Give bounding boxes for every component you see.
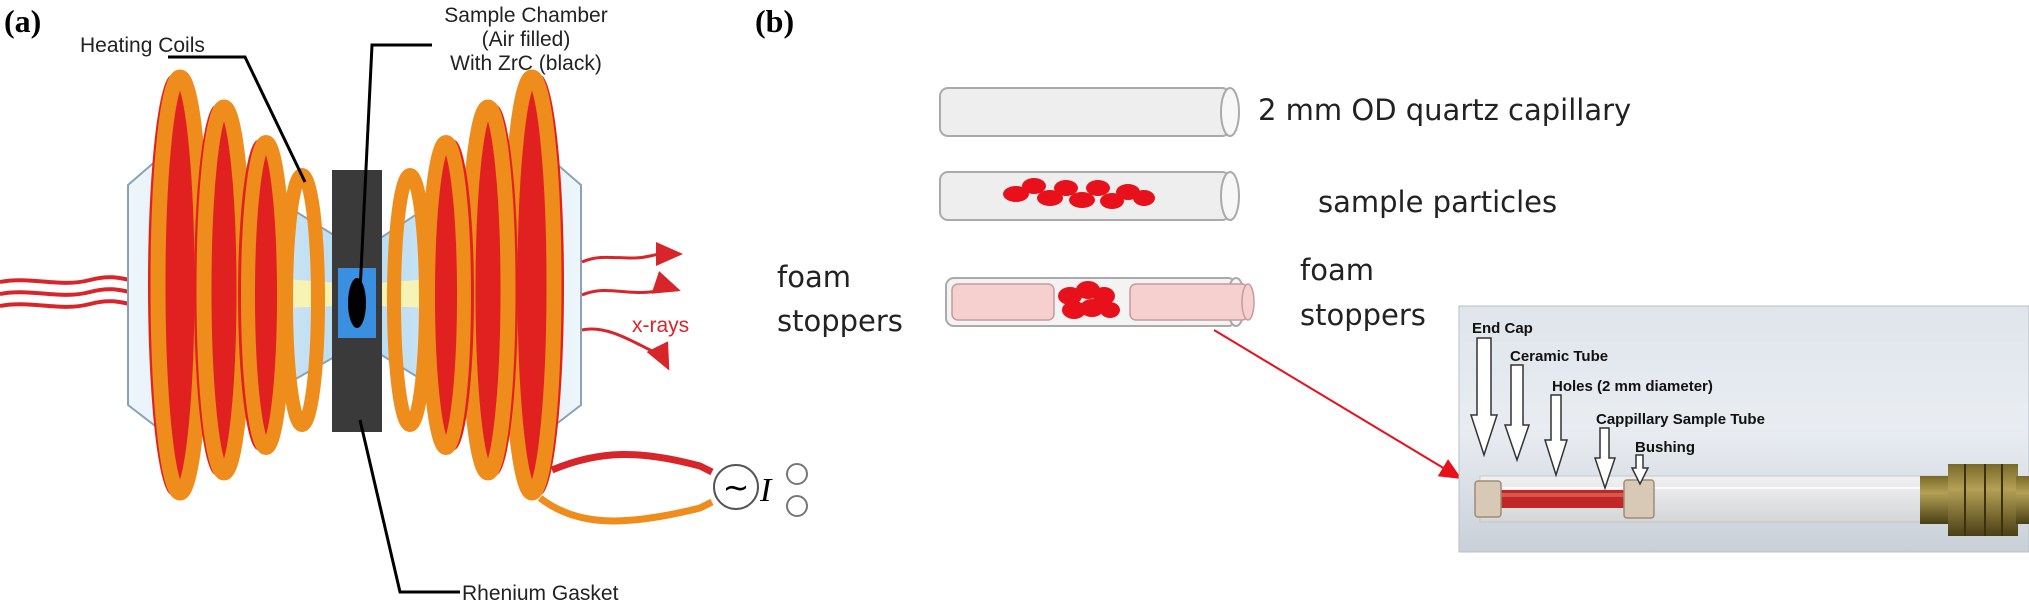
end-cap-label: End Cap <box>1472 320 1533 337</box>
foam-left-line-1: foam <box>777 260 851 294</box>
end-cap <box>1474 480 1502 518</box>
bushing-label: Bushing <box>1635 439 1695 456</box>
packed-sample <box>1058 281 1120 319</box>
sample-capillary <box>939 171 1240 221</box>
heating-coils-leader <box>168 55 307 183</box>
panel-a: (a) <box>0 3 808 605</box>
xrays-label: x-rays <box>632 314 689 337</box>
sample-chamber-leader <box>358 43 432 293</box>
stoppered-capillary <box>945 277 1255 327</box>
empty-capillary <box>939 87 1240 137</box>
rhenium-gasket-leader <box>358 419 460 594</box>
sample-particles <box>1003 178 1155 209</box>
capillary-tube-label: Cappillary Sample Tube <box>1596 411 1765 428</box>
foam-right-line-1: foam <box>1300 253 1374 287</box>
callout-arrows <box>1469 337 1650 491</box>
foam-stopper-right <box>1129 283 1249 321</box>
sample-chamber-line-2: (Air filled) <box>482 28 571 51</box>
current-source-circle <box>713 464 759 510</box>
left-heating-coils <box>148 69 325 501</box>
sample-chamber-line-1: Sample Chamber <box>444 4 607 27</box>
zrc-sample <box>348 278 366 328</box>
holes-label: Holes (2 mm diameter) <box>1552 378 1713 395</box>
foam-stopper-left <box>951 283 1055 321</box>
current-tilde: ~ <box>723 468 750 506</box>
brass-fitting <box>1920 464 2029 536</box>
panel-b: (b) 2 mm OD quartz capillary sample p <box>755 3 2029 553</box>
foam-left-line-2: stoppers <box>777 304 903 338</box>
panel-b-label: (b) <box>755 3 794 39</box>
zoom-arrow <box>1213 329 1462 480</box>
rhenium-gasket-label: Rhenium Gasket <box>462 582 619 605</box>
right-heating-coils <box>387 69 564 501</box>
terminal-bottom <box>786 495 808 517</box>
current-symbol: I <box>759 472 773 509</box>
capillary-label: 2 mm OD quartz capillary <box>1258 93 1631 127</box>
panel-a-label: (a) <box>4 3 41 39</box>
foam-right-line-2: stoppers <box>1300 298 1426 332</box>
heating-coils-label: Heating Coils <box>80 34 205 57</box>
sample-holder-inset: End Cap Ceramic Tube Holes (2 mm diamete… <box>1458 305 2029 553</box>
ceramic-tube-label: Ceramic Tube <box>1510 348 1608 365</box>
sample-particles-label: sample particles <box>1318 185 1557 219</box>
current-leads <box>537 450 714 525</box>
sample-chamber-line-3: With ZrC (black) <box>450 52 602 75</box>
terminal-top <box>786 463 808 485</box>
outgoing-xrays <box>581 241 683 371</box>
bushing <box>1623 479 1655 519</box>
